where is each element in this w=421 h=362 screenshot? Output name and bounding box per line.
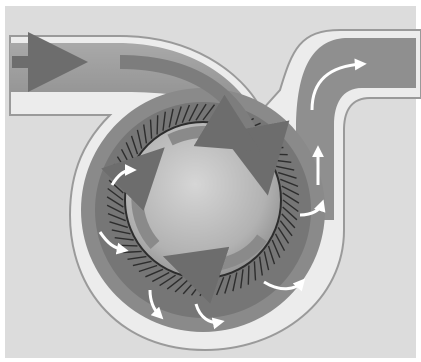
impeller-vane <box>118 245 137 246</box>
impeller-vane <box>269 154 288 155</box>
impeller-vane <box>248 266 249 285</box>
impeller-vane <box>157 115 158 134</box>
